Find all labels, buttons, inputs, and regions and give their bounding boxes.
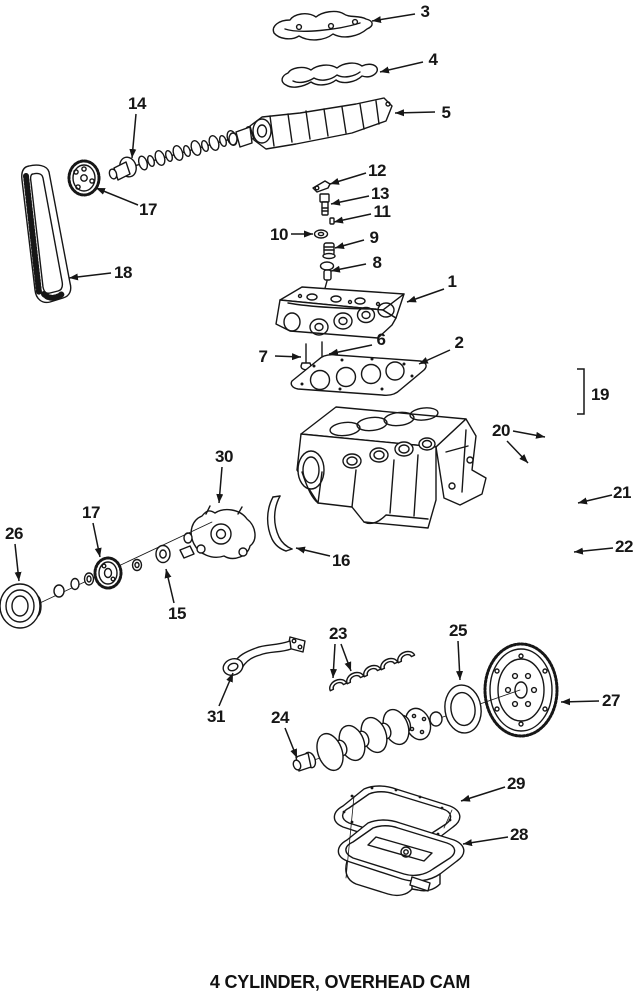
leader-arrow-12 bbox=[329, 172, 367, 185]
callout-label-17-22: 17 bbox=[82, 503, 100, 522]
leader-arrow-18 bbox=[68, 272, 112, 281]
callout-label-9-10: 9 bbox=[370, 228, 379, 247]
callout-label-31-25: 31 bbox=[207, 707, 225, 726]
front-crank-parts-drawing bbox=[0, 521, 213, 629]
leader-arrow-9 bbox=[334, 239, 365, 249]
leader-arrow-17 bbox=[95, 187, 139, 206]
callout-label-21-18: 21 bbox=[613, 483, 631, 502]
leader-arrow-29 bbox=[460, 786, 506, 802]
callout-label-5-2: 5 bbox=[442, 103, 451, 122]
leader-arrow-21 bbox=[577, 494, 613, 505]
rocker-arm-drawing bbox=[312, 180, 331, 193]
callout-label-4-1: 4 bbox=[429, 50, 439, 69]
head-gasket-drawing bbox=[290, 354, 427, 396]
leader-arrow-23 bbox=[330, 643, 338, 679]
diagram-caption: 4 CYLINDER, OVERHEAD CAM bbox=[209, 972, 471, 992]
parts-drawings bbox=[0, 10, 559, 897]
main-bearings-drawing bbox=[329, 650, 416, 692]
cylinder-head-drawing bbox=[275, 286, 405, 339]
camshaft-housing-drawing bbox=[228, 97, 393, 150]
leader-arrow-31 bbox=[218, 672, 234, 707]
leader-arrow-22 bbox=[573, 547, 614, 555]
leader-arrow-26 bbox=[14, 543, 22, 582]
valve-lifter-drawing bbox=[319, 193, 330, 216]
valve-cover-drawing bbox=[272, 10, 373, 41]
crankshaft-drawing bbox=[292, 707, 443, 772]
leader-arrow-23 bbox=[340, 643, 352, 672]
leader-arrow-6 bbox=[328, 344, 373, 356]
leader-arrow-5 bbox=[394, 109, 436, 117]
bracket-19 bbox=[577, 368, 585, 415]
callout-label-3-0: 3 bbox=[421, 2, 430, 21]
callout-label-18-5: 18 bbox=[114, 263, 132, 282]
callout-label-19-16: 19 bbox=[591, 385, 609, 404]
leader-arrow-2 bbox=[418, 349, 451, 365]
callout-label-8-11: 8 bbox=[373, 253, 382, 272]
leader-arrow-3 bbox=[371, 13, 416, 24]
callout-label-22-19: 22 bbox=[615, 537, 633, 556]
cam-sprocket-drawing bbox=[67, 159, 101, 197]
callout-label-29-30: 29 bbox=[507, 774, 525, 793]
oil-pump-gasket-drawing bbox=[266, 495, 293, 552]
leader-arrow-14 bbox=[129, 113, 137, 159]
callout-label-20-17: 20 bbox=[492, 421, 510, 440]
callout-label-27-29: 27 bbox=[602, 691, 620, 710]
leader-arrow-13 bbox=[330, 195, 370, 206]
leader-arrow-4 bbox=[379, 61, 424, 74]
callout-label-30-20: 30 bbox=[215, 447, 233, 466]
callout-label-12-6: 12 bbox=[368, 161, 386, 180]
callout-label-23-26: 23 bbox=[329, 624, 347, 643]
callout-label-25-28: 25 bbox=[449, 621, 467, 640]
callout-label-17-4: 17 bbox=[139, 200, 157, 219]
leader-arrow-27 bbox=[560, 698, 600, 706]
leader-arrow-15 bbox=[164, 568, 175, 604]
callout-label-14-3: 14 bbox=[128, 94, 147, 113]
callout-label-26-21: 26 bbox=[5, 524, 23, 543]
valve-key-drawing bbox=[329, 217, 335, 225]
callout-label-6-13: 6 bbox=[377, 330, 386, 349]
callout-label-16-24: 16 bbox=[332, 551, 350, 570]
leader-arrow-30 bbox=[216, 466, 224, 504]
oil-pan-drawing bbox=[337, 795, 465, 897]
callout-label-1-12: 1 bbox=[448, 272, 457, 291]
callout-label-24-27: 24 bbox=[271, 708, 290, 727]
callout-label-11-8: 11 bbox=[374, 202, 391, 221]
valve-stem-seal-drawing bbox=[322, 242, 336, 260]
leader-arrow-7 bbox=[274, 353, 302, 361]
leader-arrow-11 bbox=[333, 213, 372, 224]
leader-arrow-17 bbox=[92, 522, 102, 558]
flywheel-drawing bbox=[439, 642, 559, 738]
leader-arrow-25 bbox=[456, 640, 464, 681]
oil-pickup-tube-drawing bbox=[222, 636, 306, 676]
oil-pump-drawing bbox=[179, 505, 256, 560]
leader-arrow-20 bbox=[512, 430, 546, 439]
leader-arrow-24 bbox=[284, 727, 298, 759]
callout-label-13-7: 13 bbox=[371, 184, 389, 203]
leader-arrow-28 bbox=[462, 836, 509, 847]
callout-label-28-31: 28 bbox=[510, 825, 528, 844]
callout-label-10-9: 10 bbox=[270, 225, 288, 244]
callout-label-2-15: 2 bbox=[455, 333, 464, 352]
engine-block-drawing bbox=[296, 406, 487, 529]
callout-label-15-23: 15 bbox=[168, 604, 186, 623]
timing-belt-drawing bbox=[21, 164, 72, 304]
leader-arrow-16 bbox=[295, 546, 331, 557]
rear-main-seal-drawing bbox=[444, 684, 482, 734]
leader-arrow-8 bbox=[330, 263, 367, 273]
valve-cover-gasket-drawing bbox=[281, 62, 378, 88]
callout-label-7-14: 7 bbox=[259, 347, 268, 366]
leader-arrow-20 bbox=[506, 440, 529, 464]
valve-spring-retainer-drawing bbox=[313, 229, 329, 239]
leader-arrow-1 bbox=[406, 288, 445, 303]
